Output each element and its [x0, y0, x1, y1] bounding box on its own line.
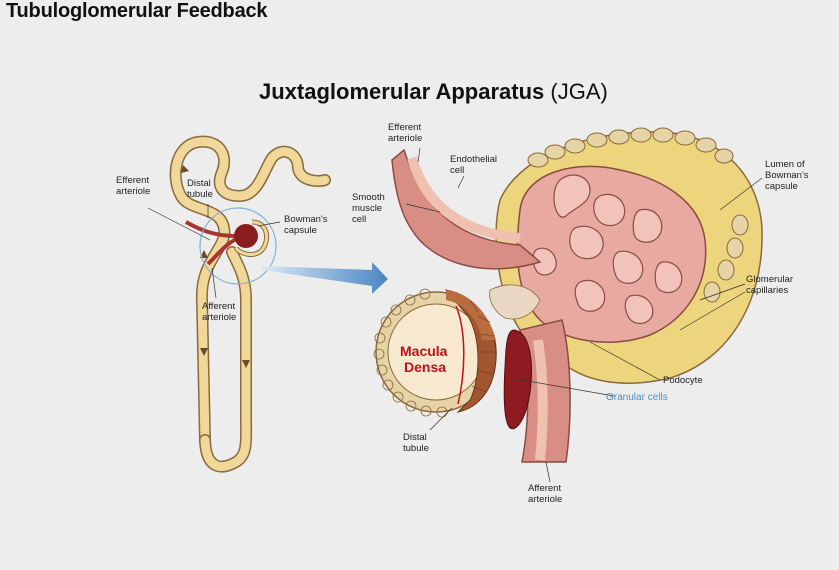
label-granular-cells: Granular cells: [606, 392, 668, 403]
zoom-arrow: [262, 262, 388, 294]
label-podocyte: Podocyte: [663, 375, 703, 386]
glomerulus-small: [234, 224, 258, 248]
